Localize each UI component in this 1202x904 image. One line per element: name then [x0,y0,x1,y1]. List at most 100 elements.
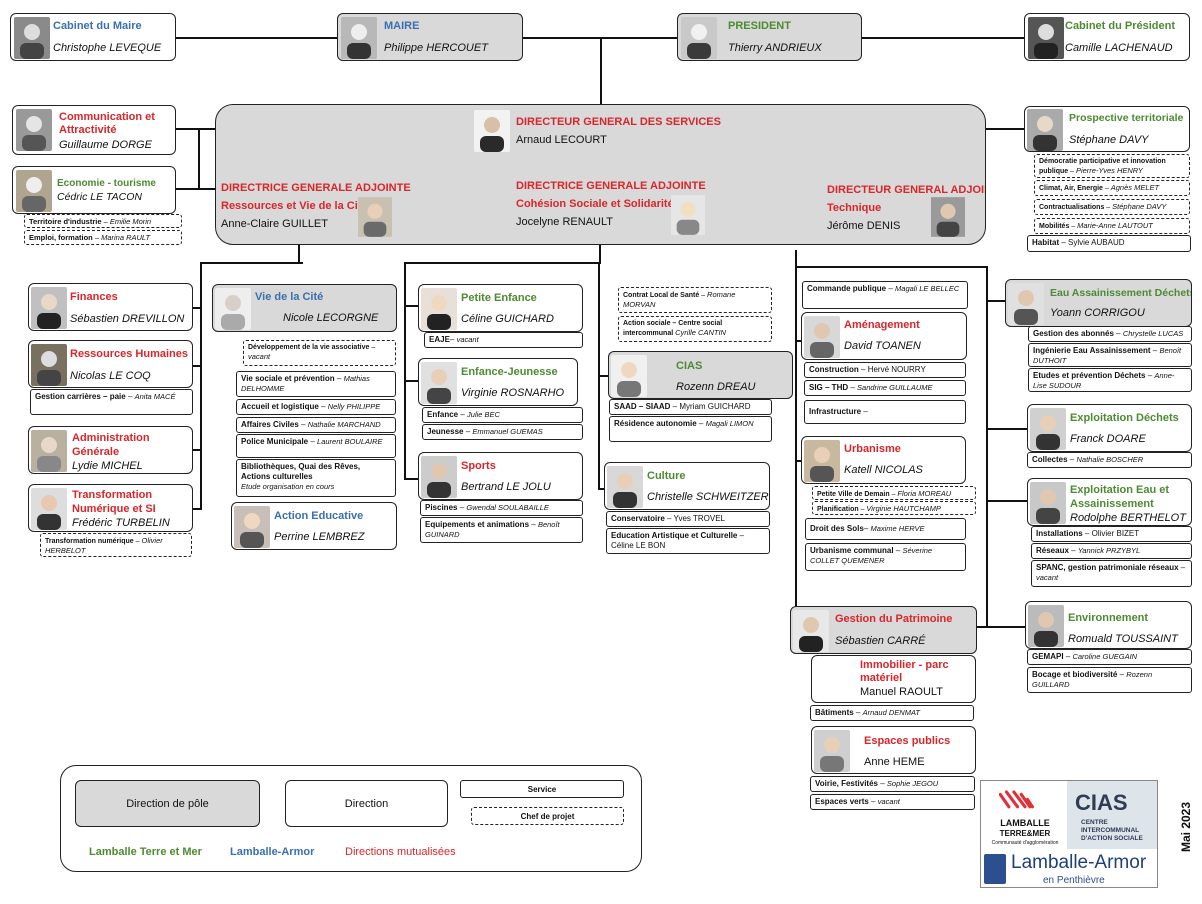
service-ingenierie[interactable]: Ingénierie Eau Assainissement – Benoît D… [1028,343,1192,367]
service-person: Séverine COLLET QUEMENER [810,546,933,565]
eau-box[interactable]: Eau Assainissement Déchets Yoann CORRIGO… [1005,279,1192,327]
service-democratie[interactable]: Démocratie participative et innovation p… [1034,154,1190,178]
service-action-sociale[interactable]: Action sociale – Centre social intercomm… [618,316,772,342]
service-reseaux[interactable]: Réseaux – Yannick PRZYBYL [1031,543,1192,559]
service-label: SAAD – SIAAD [614,402,671,411]
service-contrat-sante[interactable]: Contrat Local de Santé – Romane MORVAN [618,287,772,313]
service-piscines[interactable]: Piscines – Gwendal SOULABAILLE [420,500,583,516]
service-vie-associative[interactable]: Développement de la vie associative – va… [243,340,396,366]
service-bibliotheques[interactable]: Bibliothèques, Quai des Rêves, Actions c… [236,459,396,497]
service-accueil[interactable]: Accueil et logistique – Nelly PHILIPPE [236,399,396,415]
service-transformation-numerique[interactable]: Transformation numérique – Olivier HERBE… [40,533,192,557]
service-collectes[interactable]: Collectes – Nathalie BOSCHER [1027,452,1192,468]
service-residence[interactable]: Résidence autonomie – Magali LIMON [609,416,772,442]
service-voirie[interactable]: Voirie, Festivités – Sophie JEGOU [810,776,975,792]
avatar [358,195,392,239]
service-infrastructure[interactable]: Infrastructure – [804,400,966,424]
service-urbanisme-communal[interactable]: Urbanisme communal – Séverine COLLET QUE… [805,543,966,571]
service-petite-ville[interactable]: Petite Ville de Demain – Floria MOREAU [812,486,976,500]
vie-cite-box[interactable]: Vie de la Cité Nicole LECORGNE [212,284,397,332]
service-climat[interactable]: Climat, Air, Energie – Agnès MELET [1034,180,1190,196]
amenagement-box[interactable]: Aménagement David TOANEN [801,312,967,360]
exploitation-dechets-box[interactable]: Exploitation Déchets Franck DOARE [1027,404,1192,452]
service-batiments[interactable]: Bâtiments – Arnaud DENMAT [810,705,974,721]
transformation-box[interactable]: Transformation Numérique et SI Frédéric … [28,484,193,532]
service-label: Droit des Sols [810,524,864,533]
service-label: Climat, Air, Energie [1039,185,1103,192]
action-educative-box[interactable]: Action Educative Perrine LEMBREZ [231,502,397,550]
service-eaje[interactable]: EAJE– vacant [424,332,583,348]
box-name: Manuel RAOULT [860,686,943,698]
prospective-box[interactable]: Prospective territoriale Stéphane DAVY [1024,106,1190,152]
service-bocage[interactable]: Bocage et biodiversité – Rozenn GUILLARD [1027,667,1192,693]
service-droit-sols[interactable]: Droit des Sols– Maxime HERVE [805,518,966,540]
dgs-box[interactable]: DIRECTEUR GENERAL DES SERVICES Arnaud LE… [215,104,986,245]
petite-enfance-box[interactable]: Petite Enfance Céline GUICHARD [418,284,583,332]
box-title: Communication et [59,111,155,123]
service-mobilites[interactable]: Mobilités – Marie-Anne LAUTOUT [1034,218,1190,234]
economie-box[interactable]: Economie - tourisme Cédric LE TACON [12,166,176,214]
service-person: Magali LIMON [705,419,754,428]
box-title: Eau Assainissement Déchets [1050,287,1192,299]
communication-box[interactable]: Communication et Attractivité Guillaume … [12,105,176,155]
immobilier-box[interactable]: Immobilier - parc matériel Manuel RAOULT [811,655,976,703]
connector [404,478,420,480]
service-commande-publique[interactable]: Commande publique – Magali LE BELLEC [802,281,968,309]
service-saad[interactable]: SAAD – SIAAD – Myriam GUICHARD [609,399,772,415]
box-title: MAIRE [384,20,420,32]
box-name: Yoann CORRIGOU [1050,307,1145,319]
exploitation-eau-box[interactable]: Exploitation Eau et Assainissement Rodol… [1027,478,1192,526]
service-conservatoire[interactable]: Conservatoire – Yves TROVEL [606,511,770,527]
box-title: Enfance-Jeunesse [461,366,558,378]
service-label: Jeunesse [427,427,464,436]
service-installations[interactable]: Installations – Olivier BIZET [1031,526,1192,542]
service-enfance[interactable]: Enfance – Julie BEC [422,407,583,423]
service-eac[interactable]: Education Artistique et Culturelle – Cél… [606,528,770,554]
cabinet-maire-box[interactable]: Cabinet du Maire Christophe LEVEQUE [10,13,176,61]
enfance-jeunesse-box[interactable]: Enfance-Jeunesse Virginie ROSNARHO [418,358,578,406]
service-etudes-dechets[interactable]: Etudes et prévention Déchets – Anne-Lise… [1028,368,1192,392]
service-spanc[interactable]: SPANC, gestion patrimoniale réseaux – va… [1031,560,1192,587]
service-person: Benoît GUINARD [425,520,560,539]
service-espaces-verts[interactable]: Espaces verts – vacant [810,794,975,810]
service-label: Enfance [427,410,459,419]
service-police[interactable]: Police Municipale – Laurent BOULAIRE [236,434,396,458]
service-affaires-civiles[interactable]: Affaires Civiles – Nathalie MARCHAND [236,417,396,433]
service-territoire-industrie[interactable]: Territoire d'industrie – Emilie Morin [24,214,182,228]
connector [176,188,216,190]
service-vie-sociale[interactable]: Vie sociale et prévention – Mathias DELH… [236,371,396,397]
box-title: Attractivité [59,124,117,136]
service-jeunesse[interactable]: Jeunesse – Emmanuel GUEMAS [422,424,583,440]
patrimoine-box[interactable]: Gestion du Patrimoine Sébastien CARRÉ [790,606,977,654]
president-box[interactable]: PRESIDENT Thierry ANDRIEUX [677,13,862,61]
service-habitat[interactable]: Habitat – Sylvie AUBAUD [1027,235,1191,252]
urbanisme-box[interactable]: Urbanisme Katell NICOLAS [801,436,966,484]
culture-box[interactable]: Culture Christelle SCHWEITZER [604,462,770,510]
service-gestion-carrieres[interactable]: Gestion carrières – paie – Anita MACÉ [30,389,193,415]
service-gestion-abonnes[interactable]: Gestion des abonnés – Chrystelle LUCAS [1028,326,1192,342]
cabinet-president-box[interactable]: Cabinet du Président Camille LACHENAUD [1024,13,1190,61]
logo-text: CENTRE INTERCOMMUNAL D'ACTION SOCIALE [1081,819,1143,842]
service-construction[interactable]: Construction – Hervé NOURRY [804,362,966,378]
finances-box[interactable]: Finances Sébastien DREVILLON [28,283,193,331]
service-person: Julie BEC [467,410,500,419]
sports-box[interactable]: Sports Bertrand LE JOLU [418,452,583,500]
service-gemapi[interactable]: GEMAPI – Caroline GUEGAIN [1027,649,1192,665]
box-title: Générale [72,446,120,458]
service-equipements[interactable]: Equipements et animations – Benoît GUINA… [420,517,583,543]
service-label: Développement de la vie associative [248,344,370,351]
box-title: Economie - tourisme [57,178,156,189]
service-contractualisations[interactable]: Contractualisations – Stéphane DAVY [1034,199,1190,215]
administration-box[interactable]: Administration Générale Lydie MICHEL [28,426,193,474]
cias-box[interactable]: CIAS Rozenn DREAU [608,351,793,399]
service-sig[interactable]: SIG – THD – Sandrine GUILLAUME [804,380,966,396]
espaces-publics-box[interactable]: Espaces publics Anne HEME [811,726,976,774]
la-logo: Lamballe-Armor en Penthièvre [981,851,1157,887]
connector [976,626,1028,628]
service-planification[interactable]: Planification – Virginie HAUTCHAMP [812,501,976,515]
rh-box[interactable]: Ressources Humaines Nicolas LE COQ [28,340,193,388]
dgs-title: DIRECTEUR GENERAL DES SERVICES [516,116,721,128]
service-emploi-formation[interactable]: Emploi, formation – Marina RAULT [24,230,182,245]
environnement-box[interactable]: Environnement Romuald TOUSSAINT [1025,601,1192,649]
maire-box[interactable]: MAIRE Philippe HERCOUET [337,13,523,61]
